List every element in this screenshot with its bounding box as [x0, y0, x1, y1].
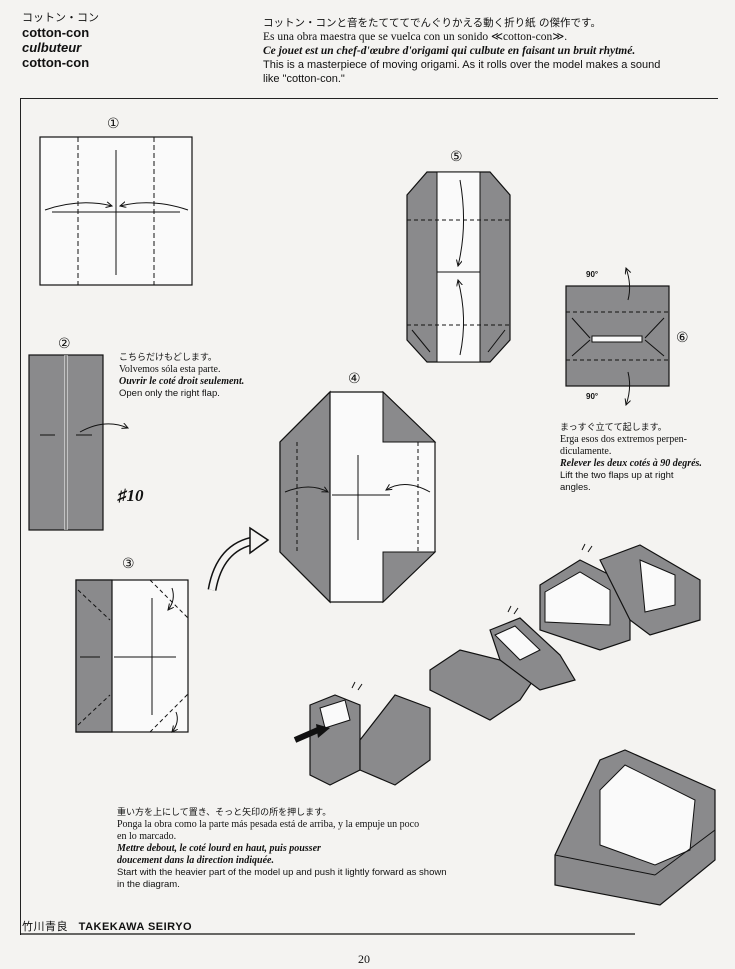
step-number-2: ② [58, 336, 71, 352]
description-block: コットン・コンと音をたてててでんぐりかえる動く折り紙 の傑作です。 Es una… [263, 16, 713, 86]
step2-folded [28, 354, 128, 531]
desc-english-2: like "cotton-con." [263, 73, 345, 85]
final-fr-2: doucement dans la direction indiquée. [117, 855, 274, 866]
page-number: 20 [358, 952, 370, 966]
curved-arrow [207, 526, 270, 591]
step3-square [75, 579, 189, 732]
step6-en-2: angles. [560, 482, 591, 493]
step2-instructions: こちらだけもどします。 Volvemos sóla esta parte. Ou… [119, 352, 279, 400]
desc-english-1: This is a masterpiece of moving origami.… [263, 59, 661, 71]
final-instructions: 重い方を上にして置き、そっと矢印の所を押します。 Ponga la obra c… [117, 807, 557, 891]
step6-jp: まっすぐ立てて起します。 [560, 423, 667, 433]
rolling-model-2 [429, 617, 576, 721]
title-french: culbuteur [22, 40, 82, 55]
desc-japanese: コットン・コンと音をたてててでんぐりかえる動く折り紙 の傑作です。 [263, 17, 601, 29]
author-jp: 竹川青良 [22, 920, 68, 933]
step5-octagon [406, 171, 511, 363]
motion-marks [351, 543, 593, 691]
final-jp: 重い方を上にして置き、そっと矢印の所を押します。 [117, 808, 332, 818]
step2-en: Open only the right flap. [119, 388, 220, 399]
final-fr-1: Mettre debout, le coté lourd en haut, pu… [117, 843, 321, 854]
step6-instructions: まっすぐ立てて起します。 Erga esos dos extremos perp… [560, 422, 720, 494]
step2-jp: こちらだけもどします。 [119, 353, 217, 363]
step4-octagon [279, 390, 437, 604]
final-en-2: in the diagram. [117, 879, 180, 890]
rolling-model-3 [539, 544, 701, 651]
title-block: コットン・コン cotton-con culbuteur cotton-con [22, 10, 99, 70]
diagram-frame [20, 98, 718, 935]
title-spanish: cotton-con [22, 55, 90, 70]
desc-french: Ce jouet est un chef-d'œubre d'origami q… [263, 45, 636, 57]
desc-spanish: Es una obra maestra que se vuelca con un… [263, 31, 568, 43]
author-credit: 竹川青良 TAKEKAWA SEIRYO [22, 918, 192, 934]
finished-model [554, 749, 716, 906]
step-number-4: ④ [348, 371, 361, 387]
final-en-1: Start with the heavier part of the model… [117, 867, 447, 878]
title-english: cotton-con [22, 25, 90, 40]
step6-rectangle [565, 268, 670, 405]
final-es-2: en lo marcado. [117, 831, 177, 842]
step2-es: Volvemos sóla esta parte. [119, 364, 221, 375]
title-japanese: コットン・コン [22, 11, 99, 24]
step-number-1: ① [107, 116, 120, 132]
step6-es-2: diculamente. [560, 446, 612, 457]
angle-label-bottom: 90° [586, 392, 599, 401]
step-number-5: ⑤ [450, 149, 463, 165]
final-es-1: Ponga la obra como la parte más pesada e… [117, 819, 420, 830]
step6-en-1: Lift the two flaps up at right [560, 470, 674, 481]
step6-es-1: Erga esos dos extremos perpen- [560, 434, 688, 445]
rolling-model-1 [293, 694, 431, 786]
step1-square [39, 136, 193, 286]
step2-fr: Ouvrir le coté droit seulement. [119, 376, 245, 387]
step6-fr: Relever les deux cotés à 90 degrés. [560, 458, 702, 469]
step-number-3: ③ [122, 556, 135, 572]
model-number: ♯10 [118, 486, 144, 505]
angle-label-top: 90° [586, 270, 599, 279]
step-number-6: ⑥ [676, 330, 689, 346]
author-en: TAKEKAWA SEIRYO [78, 921, 193, 933]
